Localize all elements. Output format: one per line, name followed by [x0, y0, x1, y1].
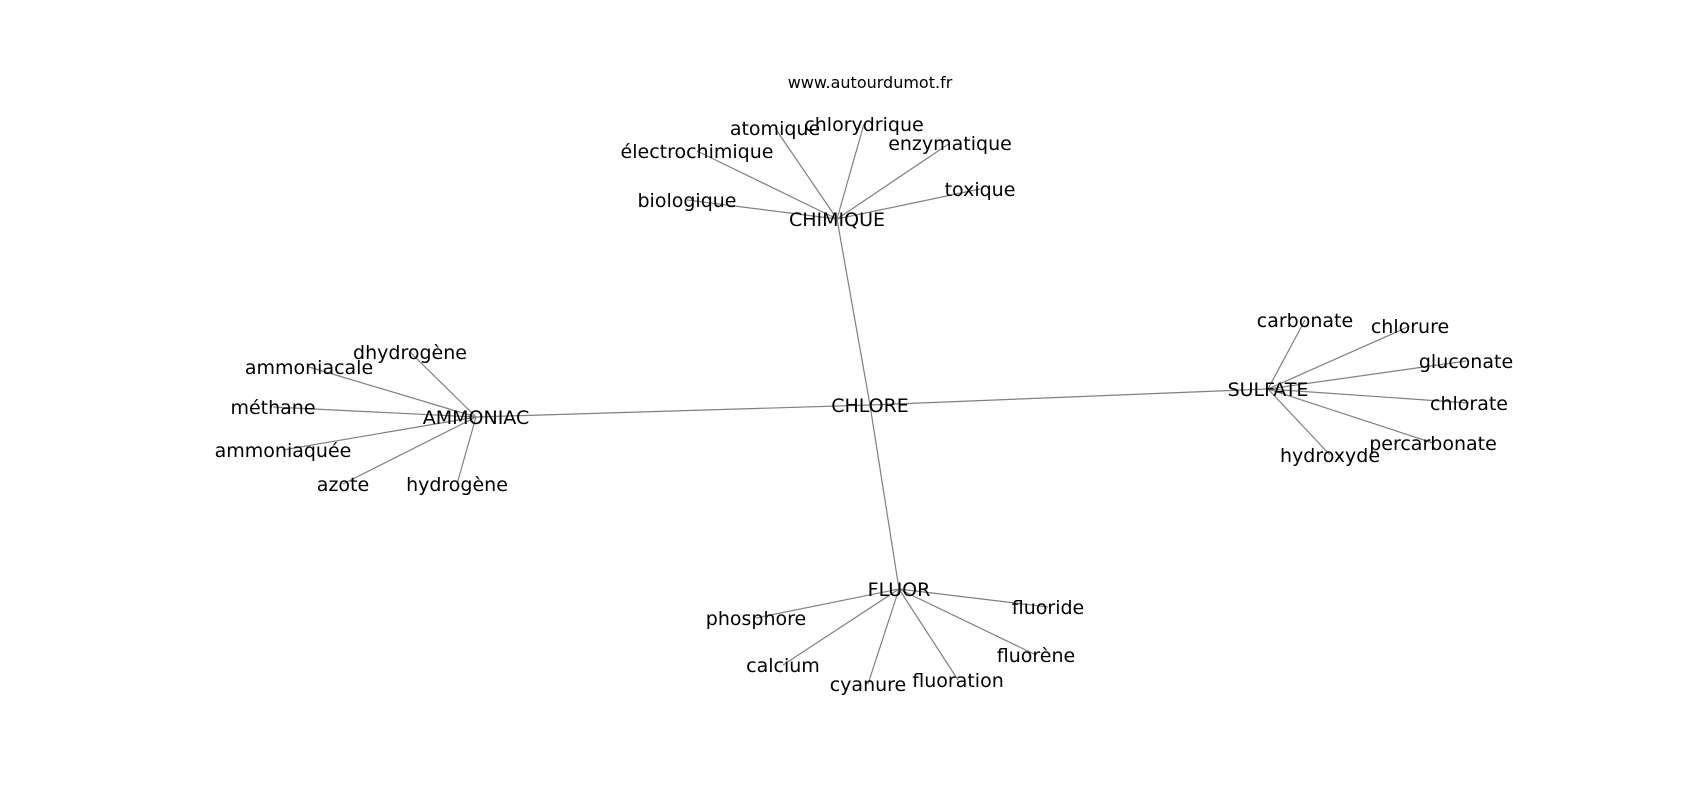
edge-chimique-biologique [686, 199, 838, 220]
edge-fluor-calcium [782, 588, 900, 666]
edge-fluor-cyanure [867, 588, 900, 685]
edge-chimique-enzymatique [836, 142, 951, 220]
leaf-word-atomique: atomique [730, 118, 820, 140]
hub-word-chimique: CHIMIQUE [789, 209, 885, 231]
edge-center-sulfate [869, 388, 1269, 406]
leaf-word-electrochimique: électrochimique [621, 141, 774, 163]
leaf-word-hydrogene: hydrogène [406, 474, 508, 496]
edge-ammoniac-ammoniaquee [282, 416, 477, 451]
edge-chimique-electrochimique [696, 150, 838, 220]
leaf-word-methane: méthane [230, 397, 315, 419]
leaf-word-cyanure: cyanure [830, 674, 907, 696]
leaf-word-fluorene: fluorène [997, 645, 1075, 667]
edge-ammoniac-ammoniacale [308, 366, 477, 418]
labels-layer: www.autourdumot.fr CHLORE CHIMIQUE biologi… [215, 73, 1514, 696]
edge-fluor-fluoration [898, 588, 959, 681]
leaf-word-toxique: toxique [945, 179, 1016, 201]
leaf-word-phosphore: phosphore [706, 608, 806, 630]
edge-sulfate-hydroxyde [1267, 388, 1331, 456]
edge-sulfate-chlorate [1267, 388, 1470, 404]
hub-word-sulfate: SULFATE [1228, 379, 1309, 401]
edge-ammoniac-dhydrogene [409, 351, 477, 418]
source-text: www.autourdumot.fr [788, 73, 953, 92]
leaf-word-gluconate: gluconate [1419, 351, 1513, 373]
leaf-word-percarbonate: percarbonate [1369, 433, 1497, 455]
edge-center-fluor [869, 404, 900, 590]
edge-ammoniac-azote [342, 416, 477, 485]
leaf-word-chlorure: chlorure [1371, 316, 1449, 338]
edge-fluor-phosphore [755, 588, 900, 619]
edge-ammoniac-methane [272, 406, 477, 418]
leaf-word-biologique: biologique [638, 190, 737, 212]
leaf-word-hydroxyde: hydroxyde [1280, 445, 1380, 467]
edge-fluor-fluorene [898, 588, 1037, 656]
edge-ammoniac-hydrogene [456, 416, 477, 485]
edge-sulfate-percarbonate [1267, 388, 1434, 444]
leaf-word-fluoration: fluoration [912, 670, 1003, 692]
edge-chimique-chlorydrique [836, 123, 865, 220]
edge-center-chimique [836, 218, 871, 406]
leaf-word-fluoride: fluoride [1012, 597, 1084, 619]
leaf-word-dhydrogene: dhydrogène [353, 342, 467, 364]
edge-center-ammoniac [475, 404, 871, 418]
leaf-word-ammoniacale: ammoniacale [245, 357, 373, 379]
leaf-word-calcium: calcium [746, 655, 820, 677]
edge-sulfate-gluconate [1267, 360, 1467, 390]
leaf-word-ammoniaquee: ammoniaquée [215, 440, 352, 462]
edge-sulfate-carbonate [1267, 319, 1306, 390]
edge-chimique-atomique [774, 127, 838, 220]
edge-fluor-fluoride [898, 588, 1049, 608]
hub-word-ammoniac: AMMONIAC [423, 407, 530, 429]
leaf-word-azote: azote [317, 474, 369, 496]
leaf-word-enzymatique: enzymatique [888, 133, 1012, 155]
leaf-word-chlorydrique: chlorydrique [804, 114, 923, 136]
edge-chimique-toxique [836, 188, 981, 220]
edge-sulfate-chlorure [1267, 325, 1411, 390]
leaf-word-chlorate: chlorate [1430, 393, 1508, 415]
edges-layer [272, 123, 1470, 685]
center-word: CHLORE [831, 395, 909, 417]
leaf-word-carbonate: carbonate [1257, 310, 1353, 332]
hub-word-fluor: FLUOR [868, 579, 931, 601]
